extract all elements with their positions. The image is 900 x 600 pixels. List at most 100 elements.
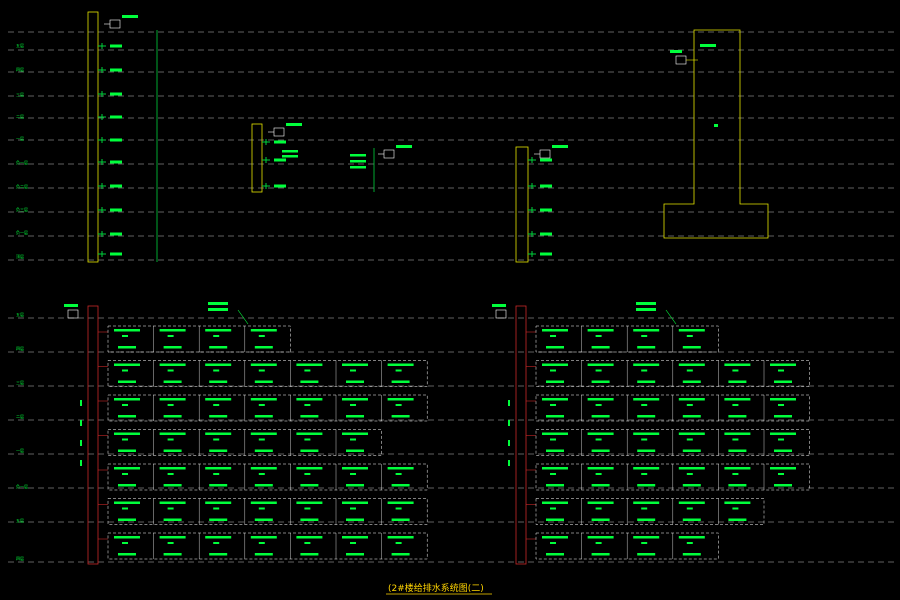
fixture-label: [114, 467, 140, 470]
fixture-label: [258, 335, 265, 337]
fixture-label: [724, 467, 751, 470]
fixture-label: [296, 398, 323, 401]
fixture-label: [122, 438, 128, 441]
fixture-label: [587, 501, 614, 504]
fixture-label: [542, 329, 568, 332]
fixture-label: [591, 553, 610, 556]
fixture-label: [114, 363, 140, 366]
floor-label: 一层: [16, 447, 24, 453]
floor-label: 负一层: [16, 159, 28, 165]
fixture-label: [110, 115, 122, 119]
fixture-label: [595, 404, 602, 406]
fixture-label: [205, 501, 232, 504]
fixture-label: [587, 363, 614, 366]
leader-line: [665, 309, 677, 325]
fixture-label: [778, 438, 784, 441]
fixture-label: [350, 542, 356, 544]
fixture-label: [114, 398, 140, 401]
annotation-text: [350, 154, 366, 157]
fixture-label: [346, 380, 364, 383]
fixture-label: [300, 518, 319, 521]
fixture-label: [770, 363, 796, 366]
fixture-row: [107, 498, 428, 525]
fixture-label: [110, 44, 122, 48]
fixture-label: [296, 467, 323, 470]
fixture-label: [159, 363, 186, 366]
fixture-label: [118, 449, 136, 452]
fixture-label: [258, 404, 265, 406]
fixture-label: [682, 553, 701, 556]
fixture-label: [274, 158, 286, 162]
fixture-label: [300, 380, 319, 383]
fixture-label: [724, 398, 751, 401]
annotation-text: [350, 166, 366, 169]
fixture-label: [728, 449, 747, 452]
fixture-label: [770, 398, 796, 401]
fixture-label: [595, 369, 602, 372]
fixture-label: [587, 467, 614, 470]
fixture-label: [540, 232, 552, 236]
fixture-label: [587, 398, 614, 401]
fixture-label: [346, 449, 364, 452]
floor-label: 二层: [16, 113, 24, 119]
fixture-label: [387, 501, 414, 504]
tank-mark: [714, 124, 718, 127]
fixture-label: [342, 363, 368, 366]
fixture-label: [633, 501, 660, 504]
fixture-label: [304, 473, 311, 475]
fixture-label: [542, 501, 568, 504]
fixture-label: [732, 473, 739, 475]
fixture-label: [550, 507, 556, 510]
fixture-label: [209, 449, 228, 452]
fixture-label: [550, 404, 556, 406]
fixture-label: [254, 449, 273, 452]
fixture-label: [274, 184, 286, 188]
floor-label: 负二层: [16, 183, 28, 189]
block-label: [636, 308, 656, 311]
fixture-label: [250, 432, 277, 435]
tap-label: [396, 145, 412, 148]
fixture-label: [778, 473, 784, 475]
fixture-label: [300, 553, 319, 556]
fixture-label: [391, 553, 410, 556]
fixture-label: [774, 484, 792, 487]
fixture-label: [258, 438, 265, 441]
fixture-label: [163, 415, 182, 418]
fixture-label: [250, 329, 277, 332]
floor-label: 二层: [16, 413, 24, 419]
floor-label: 五层: [16, 311, 24, 317]
drain-riser: [87, 305, 99, 565]
fixture-label: [391, 484, 410, 487]
fixture-label: [346, 415, 364, 418]
fixture-label: [250, 467, 277, 470]
fixture-label: [550, 542, 556, 544]
fixture-label: [591, 449, 610, 452]
annotation-text: [282, 155, 298, 158]
fixture-label: [728, 415, 747, 418]
fixture-label: [633, 536, 660, 539]
fixture-label: [682, 380, 701, 383]
fixture-label: [250, 536, 277, 539]
fixture-label: [546, 484, 564, 487]
fixture-label: [350, 473, 356, 475]
fixture-label: [542, 363, 568, 366]
fixture-label: [678, 363, 705, 366]
fixture-label: [633, 467, 660, 470]
fixture-label: [110, 68, 122, 72]
fixture-label: [122, 335, 128, 337]
fixture-label: [110, 138, 122, 142]
fixture-label: [163, 518, 182, 521]
fixture-label: [686, 335, 693, 337]
fixture-label: [300, 449, 319, 452]
fixture-row: [107, 360, 428, 387]
bottom-right-block: [492, 302, 810, 565]
fixture-label: [114, 432, 140, 435]
fixture-label: [163, 449, 182, 452]
fixture-label: [159, 501, 186, 504]
fixture-label: [296, 432, 323, 435]
fixture-label: [633, 398, 660, 401]
fixture-label: [167, 507, 174, 510]
fixture-label: [350, 404, 356, 406]
fixture-label: [296, 501, 323, 504]
fixture-label: [122, 369, 128, 372]
